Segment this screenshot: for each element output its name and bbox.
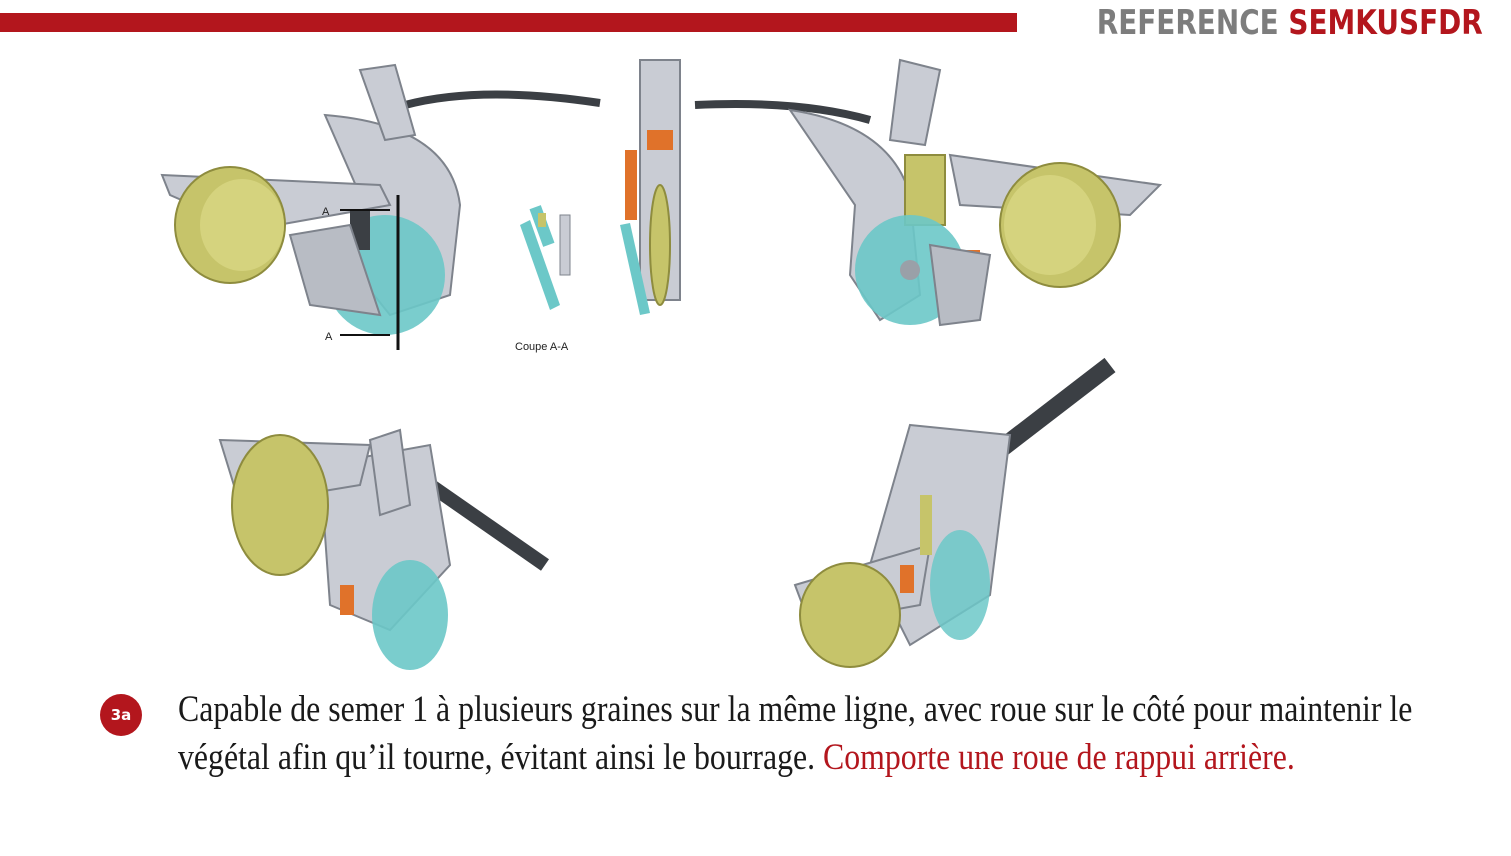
perspective-view-left [218,428,549,670]
section-marker-top: A [322,206,330,218]
caption-text: Capable de semer 1 à plusieurs graines s… [178,686,1477,782]
page-header: REFERENCE SEMKUSFDR [1097,0,1483,46]
front-view [620,59,681,315]
seeder-illustration: A A Coupe A-A [150,45,1180,670]
seeder-drawings: A A Coupe A-A [160,58,1163,670]
side-view-left: A A [160,63,601,350]
header-reference-label: REFERENCE [1096,3,1279,43]
section-marker-bottom: A [325,331,333,343]
header-reference-code: SEMKUSFDR [1288,3,1483,43]
figure-badge: 3a [100,694,142,736]
caption-highlight: Comporte une roue de rappui arrière. [823,737,1295,778]
caption-body: Capable de semer 1 à plusieurs graines s… [178,689,1413,778]
section-caption: Coupe A-A [515,341,569,353]
side-view-right [694,58,1163,327]
header-rule [0,13,1017,32]
section-view-parts: Coupe A-A [515,205,571,353]
perspective-view-right [793,357,1116,668]
